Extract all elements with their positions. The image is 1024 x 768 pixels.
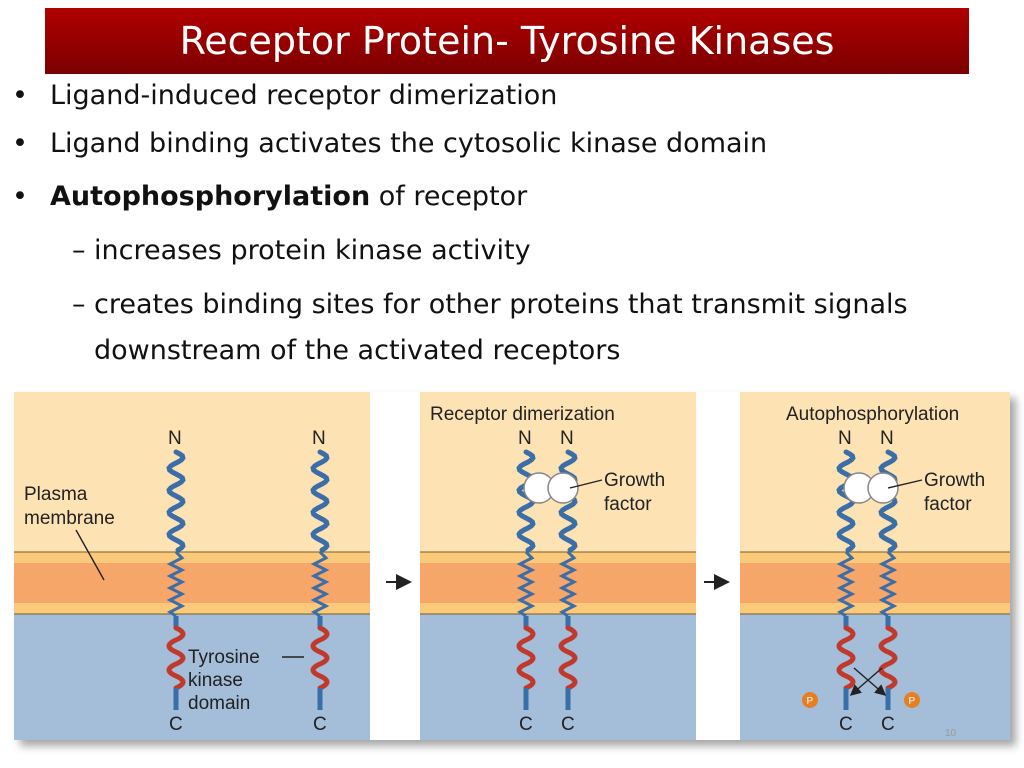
c-terminus-label-5: C: [839, 714, 853, 735]
c-terminus-label-2: C: [313, 714, 327, 735]
kinase-domain-1: [166, 625, 186, 691]
c-terminus-label-3: C: [519, 714, 533, 735]
tyrosine-kinase-label-line1: Tyrosine: [188, 647, 260, 668]
phosphate-group-icon-1: [802, 692, 818, 708]
plasma-membrane-pointer: [75, 529, 105, 581]
kinase-domain-6: [878, 625, 898, 691]
phospho-arrow-right-icon: [853, 667, 887, 696]
slide-title-bar: Receptor Protein- Tyrosine Kinases: [45, 8, 969, 74]
kinase-domain-2: [310, 625, 330, 691]
growth-factor-label-line1: Growth: [604, 470, 665, 491]
receptor-extracellular-chain-4: [558, 449, 578, 553]
kinase-domain-4: [558, 625, 578, 691]
n-terminus-label-2: N: [312, 428, 326, 449]
slide-title: Receptor Protein- Tyrosine Kinases: [179, 19, 835, 63]
growth-factor-label-line2-panel3: factor: [924, 494, 972, 515]
n-terminus-label-1: N: [168, 428, 182, 449]
growth-factor-pointer-3: [887, 479, 923, 489]
receptor-transmembrane-segment-3: [516, 550, 536, 618]
bullet-text-rest: of receptor: [370, 181, 528, 212]
bullet-marker: •: [12, 128, 28, 159]
receptor-transmembrane-segment-5: [836, 550, 856, 618]
c-terminus-label-6: C: [881, 714, 895, 735]
bullet-marker: •: [12, 181, 28, 212]
cytosol-region-1: [14, 614, 370, 740]
plasma-membrane-label-line1: Plasma: [24, 484, 88, 505]
growth-factor-pointer-2: [569, 479, 603, 489]
c-terminus-label-1: C: [169, 714, 183, 735]
bullet-text: Ligand binding activates the cytosolic k…: [50, 128, 768, 159]
page-number: 10: [945, 728, 957, 739]
receptor-extracellular-chain-1: [166, 449, 186, 553]
panel3-title: Autophosphorylation: [786, 404, 959, 425]
sub-bullet-text: downstream of the activated receptors: [94, 335, 621, 366]
plasma-membrane-label-line2: membrane: [24, 508, 115, 529]
extracellular-region-3: [740, 392, 1010, 552]
receptor-transmembrane-segment-1: [166, 550, 186, 618]
extracellular-region-2: [420, 392, 696, 552]
phospho-arrow-left-icon: [849, 667, 883, 696]
tyrosine-kinase-label-line3: domain: [188, 693, 250, 714]
tyrosine-kinase-label-line2: kinase: [188, 670, 243, 691]
receptor-transmembrane-segment-6: [878, 550, 898, 618]
cytosol-region-2: [420, 614, 696, 740]
sub-bullet-marker: –: [72, 235, 86, 266]
bullet-text: Autophosphorylation of receptor: [50, 181, 527, 213]
membrane-core-2: [420, 563, 696, 603]
bullet-marker: •: [12, 80, 28, 111]
phosphate-label-1: P: [807, 696, 814, 707]
kinase-domain-3: [516, 625, 536, 691]
cytosol-region-3: [740, 614, 1010, 740]
n-terminus-label-3: N: [518, 428, 532, 449]
bullet-bold-term: Autophosphorylation: [50, 181, 371, 212]
bullet-text: Ligand-induced receptor dimerization: [50, 80, 558, 111]
receptor-extracellular-chain-2: [310, 449, 330, 553]
n-terminus-label-4: N: [560, 428, 574, 449]
phosphate-label-2: P: [909, 696, 916, 707]
sub-bullet-marker: –: [72, 289, 86, 320]
growth-factor-ligand-b-2: [867, 472, 899, 504]
kinase-domain-5: [836, 625, 856, 691]
membrane-core-1: [14, 563, 370, 603]
c-terminus-label-4: C: [561, 714, 575, 735]
sub-bullet-text: increases protein kinase activity: [94, 235, 531, 266]
growth-factor-label-line2: factor: [604, 494, 652, 515]
receptor-transmembrane-segment-4: [558, 550, 578, 618]
growth-factor-label-line1-panel3: Growth: [924, 470, 985, 491]
n-terminus-label-6: N: [880, 428, 894, 449]
n-terminus-label-5: N: [838, 428, 852, 449]
growth-factor-ligand-b-1: [547, 472, 579, 504]
sub-bullet-text: creates binding sites for other proteins…: [94, 289, 908, 320]
panel2-title: Receptor dimerization: [430, 404, 615, 425]
phosphate-group-icon-2: [904, 692, 920, 708]
extracellular-region-1: [14, 392, 370, 552]
receptor-extracellular-chain-6: [878, 449, 898, 553]
membrane-core-3: [740, 563, 1010, 603]
receptor-transmembrane-segment-2: [310, 550, 330, 618]
